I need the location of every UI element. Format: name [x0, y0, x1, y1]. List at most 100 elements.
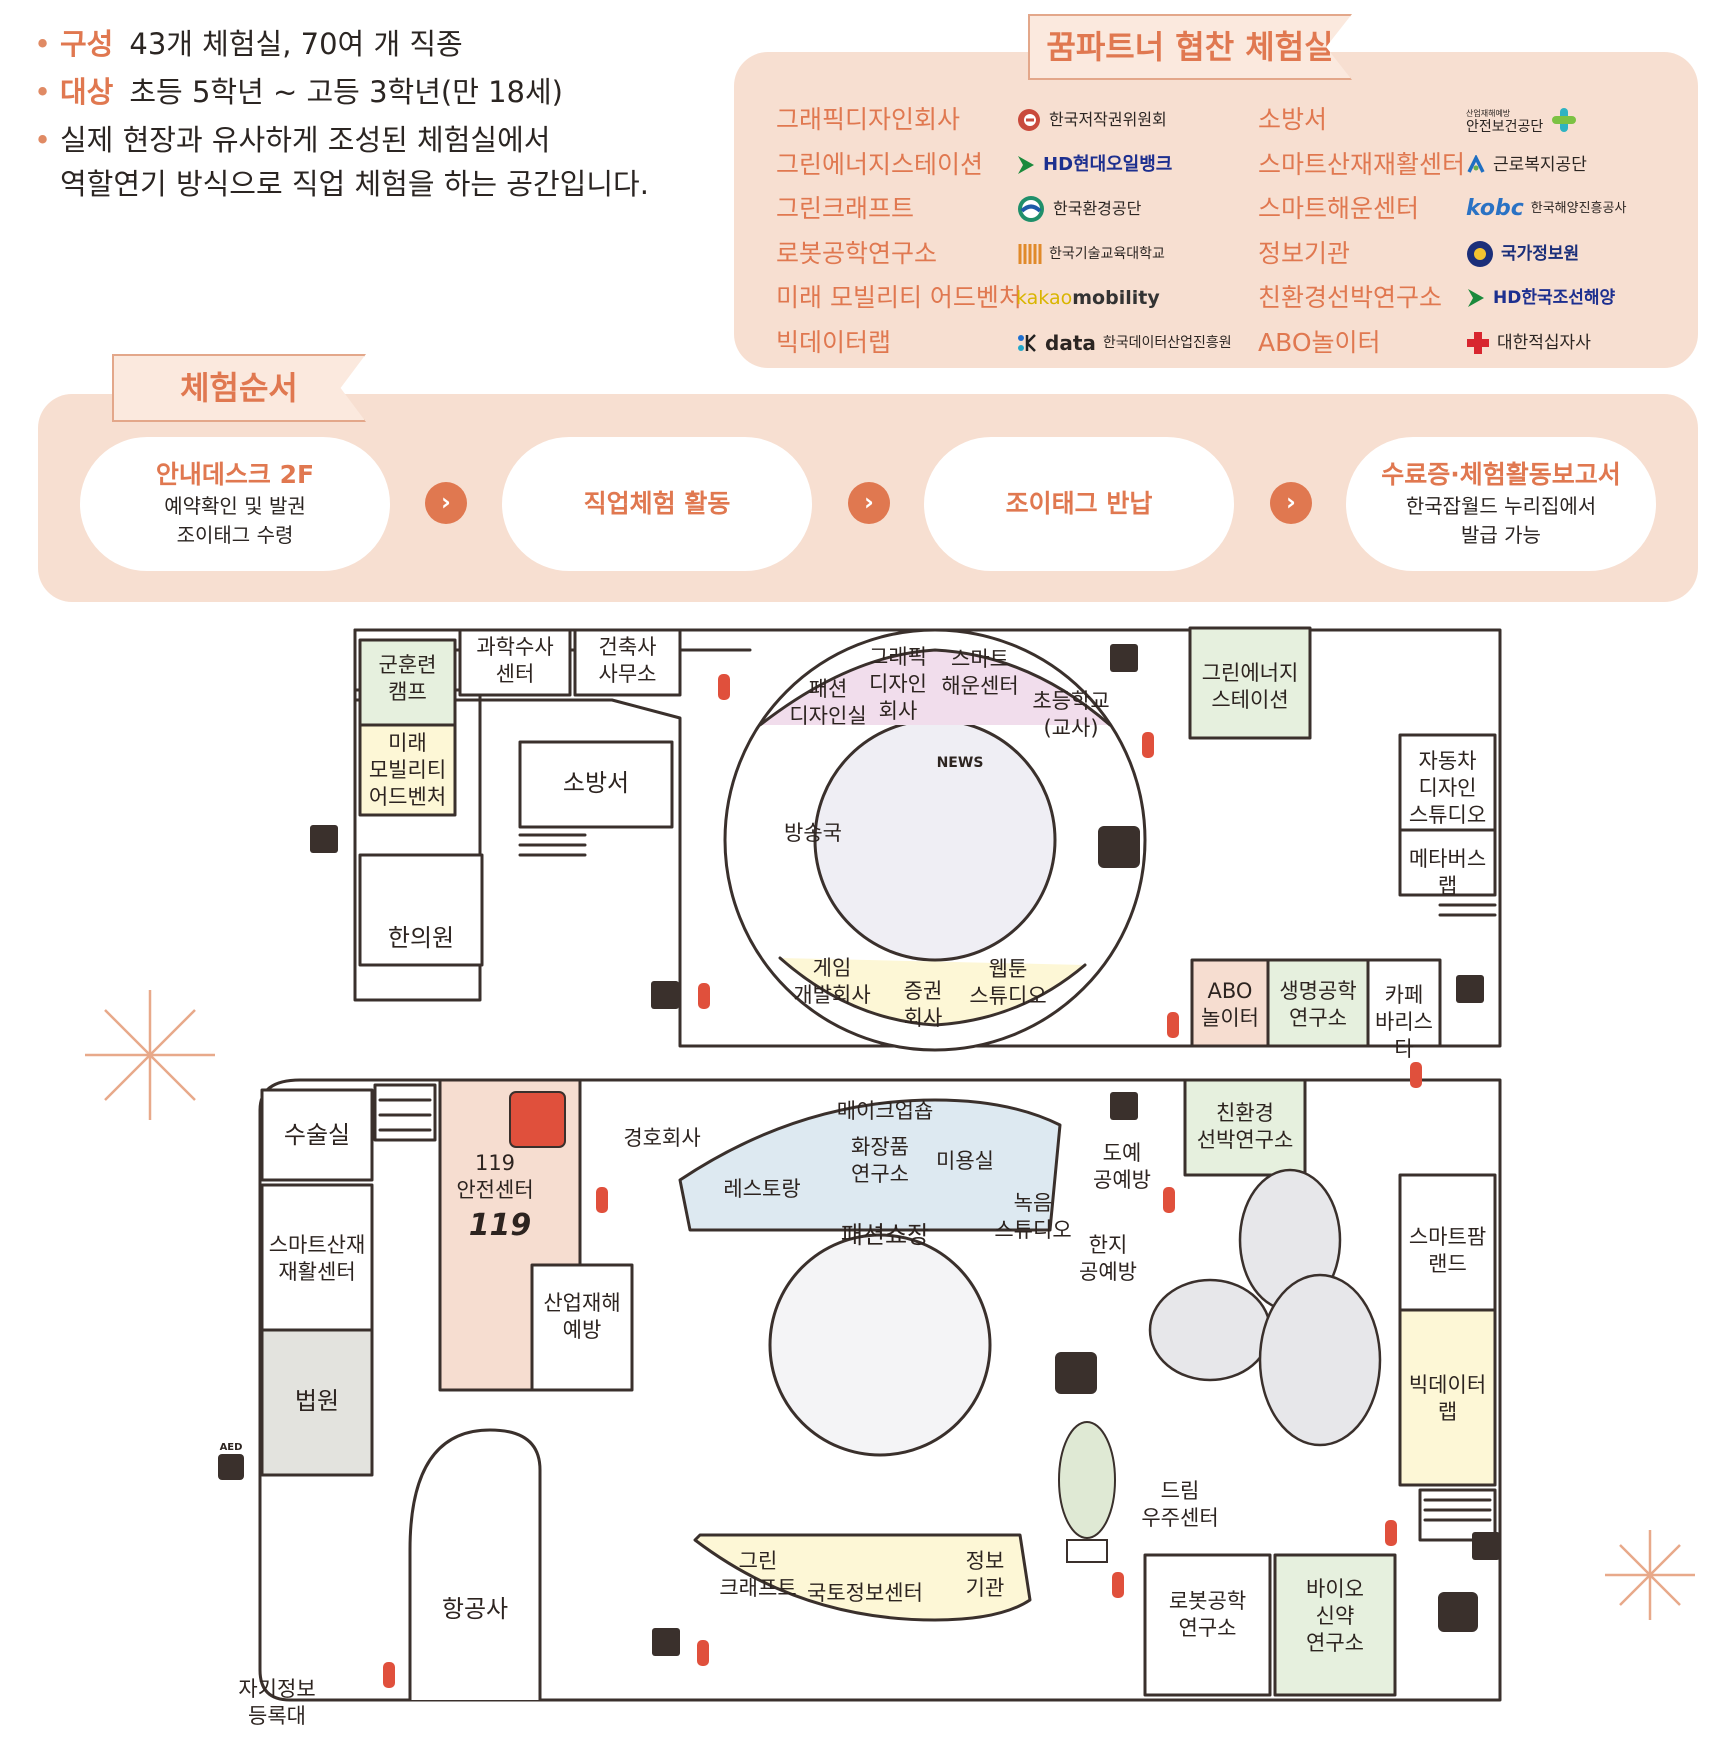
step-job-activity: 직업체험 활동 — [502, 437, 812, 571]
partner-room: ABO놀이터 — [1258, 327, 1381, 357]
intro-text: 초등 5학년 ~ 고등 3학년(만 18세) — [129, 75, 563, 109]
upper-floor-outline — [353, 628, 1502, 1048]
room-car-design — [1398, 733, 1497, 832]
step-title: 조이태그 반납 — [1005, 489, 1153, 518]
room-label-shipping: 스마트 해운센터 — [941, 647, 1019, 698]
hd-arrow-icon — [1468, 289, 1484, 308]
chevron-right-icon: › — [848, 482, 890, 524]
room-label-fashion-design: 패션 디자인실 — [789, 677, 867, 728]
lower-floor-outline — [258, 1078, 1502, 1702]
room-label-space: 드림 우주센터 — [1141, 1479, 1219, 1530]
room-bio-eng — [1266, 958, 1370, 1048]
partner-room: 그린크래프트 — [776, 194, 915, 223]
room-forensic — [458, 628, 572, 697]
room-label-green-craft: 그린 크래프트 — [719, 1549, 797, 1600]
partner-logo: kobc 한국해양진흥공사 — [1466, 196, 1627, 221]
room-label-forensic: 과학수사 센터 — [476, 635, 554, 686]
room-green-energy — [1188, 626, 1312, 740]
room-label-oriental: 한의원 — [387, 924, 455, 952]
comwel-icon — [1467, 154, 1485, 173]
room-label-architect: 건축사 사무소 — [598, 635, 657, 686]
fire-truck-icon — [509, 1091, 566, 1148]
self-info-desk-label: 자기정보 등록대 — [238, 1677, 316, 1728]
room-smart-farm — [1398, 1173, 1497, 1312]
room-label-barista: 카페 바리스타 — [1375, 983, 1433, 1061]
room-label-surgery: 수술실 — [283, 1121, 351, 1149]
nis-emblem-icon — [1467, 240, 1493, 267]
room-architect — [573, 628, 682, 697]
room-court — [260, 1328, 374, 1477]
room-label-airline: 항공사 — [441, 1595, 509, 1623]
room-label-graphic: 그래픽 디자인 회사 — [869, 645, 927, 723]
intro-item-description: • 실제 현장과 유사하게 조성된 체험실에서 역할연기 방식으로 직업 체험을… — [34, 118, 714, 206]
partner-rooms-left: 그래픽디자인회사 그린에너지스테이션 그린크래프트 로봇공학연구소 미래 모빌리… — [776, 98, 1022, 365]
copyright-commission-icon — [1018, 109, 1040, 132]
chevron-right-icon: › — [425, 482, 467, 524]
room-pharma — [1273, 1553, 1397, 1697]
room-label-smart-rehab: 스마트산재 재활센터 — [268, 1233, 366, 1284]
step-desc: 한국잡월드 누리집에서 발급 가능 — [1405, 494, 1597, 547]
elevator-icon — [1055, 1352, 1097, 1394]
room-label-robot: 로봇공학 연구소 — [1168, 1589, 1247, 1640]
partner-logo: 한국환경공단 — [1016, 187, 1232, 232]
partner-logo: 근로복지공단 — [1466, 143, 1626, 188]
partner-logo: 한국저작권위원회 — [1016, 98, 1232, 143]
step-title: 안내데스크 2F — [155, 460, 315, 489]
sparkle-icon — [85, 990, 1695, 1620]
red-cross-icon — [1467, 331, 1489, 354]
room-label-security-co: 경호회사 — [623, 1126, 701, 1150]
fire-extinguisher-icon — [383, 674, 1422, 1688]
partner-room: 그린에너지스테이션 — [776, 149, 984, 179]
partner-room: 정보기관 — [1258, 238, 1351, 268]
partner-room: 그래픽디자인회사 — [776, 105, 961, 134]
fashion-show-stage — [768, 1233, 992, 1457]
room-label-fire: 소방서 — [562, 769, 630, 797]
partner-room: 빅데이터랩 — [776, 327, 892, 357]
step-desc: 예약확인 및 발권 조이태그 수령 — [164, 494, 306, 547]
room-label-metaverse: 메타버스 랩 — [1408, 847, 1487, 898]
room-label-recording: 녹음 스튜디오 — [994, 1191, 1072, 1242]
koreatech-icon — [1018, 243, 1042, 264]
partner-room: 미래 모빌리티 어드벤처 — [776, 283, 1022, 312]
partner-logo: 대한적십자사 — [1466, 321, 1626, 366]
room-label-smart-farm: 스마트팜 랜드 — [1408, 1225, 1487, 1276]
step-title: 직업체험 활동 — [583, 489, 731, 518]
room-label-school: 초등학교 (교사) — [1032, 689, 1110, 740]
partner-logo: 한국기술교육대학교 — [1016, 232, 1232, 277]
bullet-icon: • — [34, 123, 52, 157]
room-label-court: 법원 — [294, 1387, 340, 1415]
kdata-icon — [1018, 333, 1036, 352]
partner-room: 친환경선박연구소 — [1258, 283, 1443, 312]
step-certificate: 수료증·체험활동보고서 한국잡월드 누리집에서 발급 가능 — [1346, 437, 1656, 571]
room-label-hanji: 한지 공예방 — [1079, 1233, 1137, 1284]
room-airline — [408, 1428, 542, 1702]
room-oriental — [358, 853, 484, 967]
lower-upper-ring — [678, 1098, 1062, 1232]
room-bigdata — [1398, 1308, 1497, 1487]
partner-logos-left: 한국저작권위원회 HD현대오일뱅크 한국환경공단 한국기술교육대학교 kakao… — [1016, 98, 1232, 365]
environment-corp-icon — [1018, 196, 1044, 223]
intro-key: 구성 — [60, 27, 114, 61]
restroom-icon — [1438, 1592, 1478, 1632]
partner-logo: 산업재해예방 안전보건공단 — [1466, 98, 1626, 143]
partners-title: 꿈파트너 협찬 체험실 — [1028, 14, 1352, 80]
room-abo — [1190, 958, 1270, 1048]
intro-item-composition: • 구성 43개 체험실, 70여 개 직종 — [34, 22, 714, 66]
room-label-bio-eng: 생명공학 연구소 — [1279, 979, 1357, 1030]
room-label-green-energy: 그린에너지 스테이션 — [1201, 661, 1299, 712]
steps-title: 체험순서 — [112, 354, 366, 422]
room-label-abo: ABO 놀이터 — [1201, 979, 1259, 1030]
partners-panel — [734, 52, 1698, 368]
intro-item-target: • 대상 초등 5학년 ~ 고등 3학년(만 18세) — [34, 70, 714, 114]
step-title: 수료증·체험활동보고서 — [1381, 460, 1621, 489]
step-info-desk: 안내데스크 2F 예약확인 및 발권 조이태그 수령 — [80, 437, 390, 571]
intro-text: 실제 현장과 유사하게 조성된 체험실에서 역할연기 방식으로 직업 체험을 하… — [60, 123, 649, 201]
room-label-webtoon: 웹툰 스튜디오 — [969, 957, 1047, 1008]
intro-text: 43개 체험실, 70여 개 직종 — [129, 27, 463, 61]
emergency-exit-icon — [310, 644, 1500, 1656]
space-center-art — [1148, 1168, 1382, 1447]
room-industrial — [530, 1263, 634, 1392]
room-label-eco-ship: 친환경 선박연구소 — [1196, 1101, 1294, 1152]
room-barista — [1366, 958, 1442, 1048]
bullet-icon: • — [34, 75, 52, 109]
